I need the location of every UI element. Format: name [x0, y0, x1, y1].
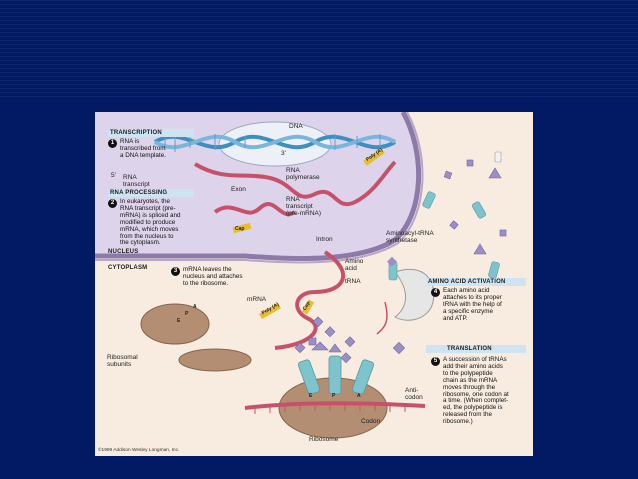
copyright-notice: ©1999 Addison Wesley Longman, Inc. — [98, 448, 179, 453]
label-rna-transcript-pre: RNA transcript (pre-mRNA) — [286, 196, 321, 218]
step-5-text: A succession of tRNAs add their amino ac… — [443, 357, 509, 426]
nucleus-header: NUCLEUS — [108, 249, 138, 255]
step-1-text: RNA is transcribed from a DNA template. — [120, 139, 166, 160]
label-ribosomal-subunits: Ribosomal subunits — [107, 354, 138, 368]
rna-processing-header: RNA PROCESSING — [110, 190, 167, 196]
label-intron: Intron — [316, 236, 333, 243]
site-e: E — [309, 393, 312, 399]
label-cap: Cap — [235, 226, 244, 232]
header-stripes — [0, 0, 638, 100]
activation-arrow — [377, 302, 387, 334]
bound-trnas — [298, 356, 375, 395]
step-5-number: 5 — [431, 357, 440, 366]
label-five-prime: 5' — [111, 172, 116, 179]
label-aminoacyl-trna-synthetase: Aminoacyl-tRNA synthetase — [386, 230, 434, 244]
label-rna-polymerase: RNA polymerase — [286, 167, 320, 181]
step-4-number: 4 — [431, 288, 440, 297]
site-a: A — [357, 393, 361, 399]
label-mrna: mRNA — [247, 296, 266, 303]
label-rna-transcript: RNA transcript — [123, 174, 150, 188]
step-3-text: mRNA leaves the nucleus and attaches to … — [183, 267, 243, 288]
label-dna: DNA — [289, 123, 303, 130]
site-a-left: A — [193, 304, 197, 310]
label-trna: tRNA — [345, 278, 361, 285]
site-p-left: P — [185, 311, 188, 317]
step-4: 4 Each amino acid attaches to its proper… — [431, 288, 502, 323]
amino-acid-activation-header: AMINO ACID ACTIVATION — [428, 279, 506, 285]
cytoplasm-header: CYTOPLASM — [108, 265, 147, 271]
label-ribosome: Ribosome — [309, 436, 338, 443]
step-2-number: 2 — [108, 199, 117, 208]
ribosomal-large-subunit — [141, 304, 209, 344]
step-3: 3 mRNA leaves the nucleus and attaches t… — [171, 267, 243, 288]
step-5: 5 A succession of tRNAs add their amino … — [431, 357, 509, 426]
label-anticodon: Anti- codon — [405, 387, 423, 401]
label-exon: Exon — [231, 186, 246, 193]
step-1-number: 1 — [108, 139, 117, 148]
step-1: 1 RNA is transcribed from a DNA template… — [108, 139, 166, 160]
diagram-panel: TRANSCRIPTION RNA PROCESSING NUCLEUS CYT… — [95, 112, 533, 456]
label-three-prime: 3' — [281, 150, 286, 157]
step-3-number: 3 — [171, 267, 180, 276]
step-2-text: In eukaryotes, the RNA transcript (pre- … — [120, 199, 181, 247]
site-e-left: E — [177, 318, 180, 324]
site-p: P — [332, 393, 335, 399]
label-codon: Codon — [361, 418, 380, 425]
synthetase-enzyme — [395, 269, 434, 320]
step-2: 2 In eukaryotes, the RNA transcript (pre… — [108, 199, 181, 247]
ribosomal-small-subunit — [179, 349, 251, 371]
free-trnas — [422, 152, 501, 279]
translation-header: TRANSLATION — [447, 346, 492, 352]
label-amino-acid: Amino acid — [345, 258, 363, 272]
step-4-text: Each amino acid attaches to its proper t… — [443, 288, 502, 323]
transcription-header: TRANSCRIPTION — [110, 130, 162, 136]
